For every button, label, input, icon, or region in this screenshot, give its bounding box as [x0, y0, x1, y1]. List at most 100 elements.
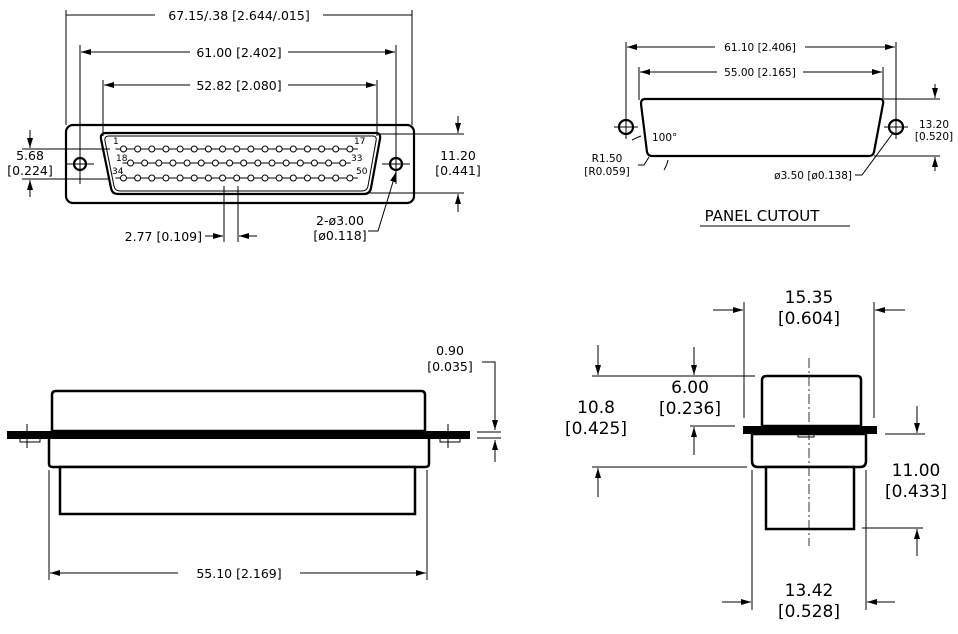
pin-contact	[254, 159, 262, 167]
pin-contact	[162, 145, 170, 153]
pin-contact	[303, 174, 311, 182]
pin-contact	[261, 174, 269, 182]
d-shell-outer	[99, 131, 382, 196]
pin-contact	[303, 145, 311, 153]
dim-corner-radius-mm: R1.50	[592, 153, 623, 165]
dim-end-rear-height-mm: 11.00	[892, 461, 941, 481]
pin-contact	[346, 174, 354, 182]
pin-contact	[204, 145, 212, 153]
pin-contact	[127, 159, 134, 167]
dim-shell-width: 52.82 [2.080]	[196, 78, 281, 93]
dim-flange-height-in: [0.441]	[435, 163, 481, 178]
pin-contact	[325, 159, 333, 167]
pin-contact	[296, 159, 304, 167]
dim-end-rear-width-in: [0.528]	[778, 602, 840, 622]
dim-cutout-height-in: [0.520]	[915, 131, 953, 143]
pin-contact	[268, 159, 276, 167]
pin-contact	[148, 145, 156, 153]
dim-end-shell-depth-mm: 6.00	[671, 378, 709, 398]
dim-pin-pitch: 2.77 [0.109]	[125, 229, 202, 244]
dim-corner-radius-in: [R0.059]	[584, 166, 630, 178]
pin-contact	[233, 145, 241, 153]
panel-cutout-title: PANEL CUTOUT	[705, 207, 821, 225]
pin-contact	[169, 159, 177, 167]
dim-overall-width: 67.15/.38 [2.644/.015]	[168, 8, 309, 23]
side-rear-body	[58, 465, 417, 516]
front-view: 1 17 18 33 34 50 67.15/.38 [2.644/.015] …	[7, 8, 481, 244]
end-view: 15.35 [0.604] 10.8 [0.425] 6.00 [0.236] …	[565, 288, 947, 622]
pin-contact	[310, 159, 318, 167]
side-flange	[7, 431, 470, 439]
dim-end-shell-height-mm: 10.8	[577, 398, 615, 418]
dim-cutout-width: 55.00 [2.165]	[724, 67, 796, 79]
pin-contact	[261, 145, 269, 153]
pin-contact	[162, 174, 170, 182]
dim-side-body-width: 55.10 [2.169]	[196, 566, 281, 581]
pin-contact	[289, 145, 297, 153]
end-rear-body	[764, 465, 856, 531]
pin-contact	[155, 159, 163, 167]
dim-cutout-height-mm: 13.20	[919, 119, 949, 131]
pin-contact	[346, 145, 354, 153]
side-shell-bottom	[47, 434, 431, 469]
dim-end-shell-height-in: [0.425]	[565, 419, 627, 439]
dim-mounting-hole-dia-in: [ø0.118]	[313, 228, 366, 243]
pin-contact	[176, 145, 184, 153]
pin-contact	[318, 174, 326, 182]
pin-contact	[141, 159, 149, 167]
dim-shell-height-in: [0.224]	[7, 163, 53, 178]
pin-contact	[183, 159, 191, 167]
dim-end-shell-depth-in: [0.236]	[659, 399, 721, 419]
pin-contact	[318, 145, 326, 153]
panel-cutout-view: 61.10 [2.406] 55.00 [2.165] 13.20 [0.520…	[584, 42, 953, 227]
pin-contact	[275, 174, 283, 182]
pin-contact	[233, 174, 241, 182]
pin-contact	[197, 159, 205, 167]
pin-contact	[226, 159, 234, 167]
dim-end-flange-width-mm: 15.35	[785, 288, 834, 308]
pin-contact	[134, 145, 142, 153]
dim-end-rear-height-in: [0.433]	[885, 482, 947, 502]
pin-contact	[134, 174, 142, 182]
pin-contact	[289, 174, 297, 182]
dim-cutout-hole-spacing: 61.10 [2.406]	[724, 42, 796, 54]
dim-mounting-hole-dia-mm: 2-ø3.00	[316, 213, 364, 228]
dim-mounting-hole-spacing: 61.00 [2.402]	[196, 45, 281, 60]
dim-flange-thickness-mm: 0.90	[436, 343, 464, 358]
end-flange	[743, 426, 877, 434]
pin-contact	[190, 145, 198, 153]
pin-contact	[332, 145, 340, 153]
pin-label-18: 18	[116, 154, 128, 164]
pin-contact	[204, 174, 212, 182]
pin-contact	[339, 159, 347, 167]
pin-array	[115, 145, 358, 182]
dim-cutout-angle: 100°	[652, 132, 677, 144]
side-shell-top	[50, 389, 427, 433]
pin-label-50: 50	[356, 167, 368, 177]
pin-contact	[240, 159, 248, 167]
pin-label-1: 1	[113, 137, 119, 147]
dim-flange-thickness-in: [0.035]	[427, 359, 473, 374]
cutout-outline	[639, 97, 885, 158]
side-view: 0.90 [0.035] 55.10 [2.169]	[7, 343, 501, 581]
pin-contact	[148, 174, 156, 182]
pin-contact	[247, 145, 255, 153]
pin-contact	[219, 174, 227, 182]
d-shell-inner	[104, 135, 377, 192]
dim-end-flange-width-in: [0.604]	[778, 309, 840, 329]
dim-cutout-hole-dia: ø3.50 [ø0.138]	[774, 170, 852, 182]
pin-label-33: 33	[351, 154, 362, 164]
pin-contact	[275, 145, 283, 153]
pin-contact	[176, 174, 184, 182]
pin-contact	[120, 174, 127, 182]
pin-contact	[190, 174, 198, 182]
pin-contact	[219, 145, 227, 153]
dim-end-rear-width-mm: 13.42	[785, 581, 834, 601]
pin-label-34: 34	[112, 167, 124, 177]
pin-contact	[282, 159, 290, 167]
pin-contact	[332, 174, 340, 182]
end-shell-top	[760, 374, 863, 428]
dim-flange-height-mm: 11.20	[440, 148, 476, 163]
pin-label-17: 17	[354, 137, 365, 147]
